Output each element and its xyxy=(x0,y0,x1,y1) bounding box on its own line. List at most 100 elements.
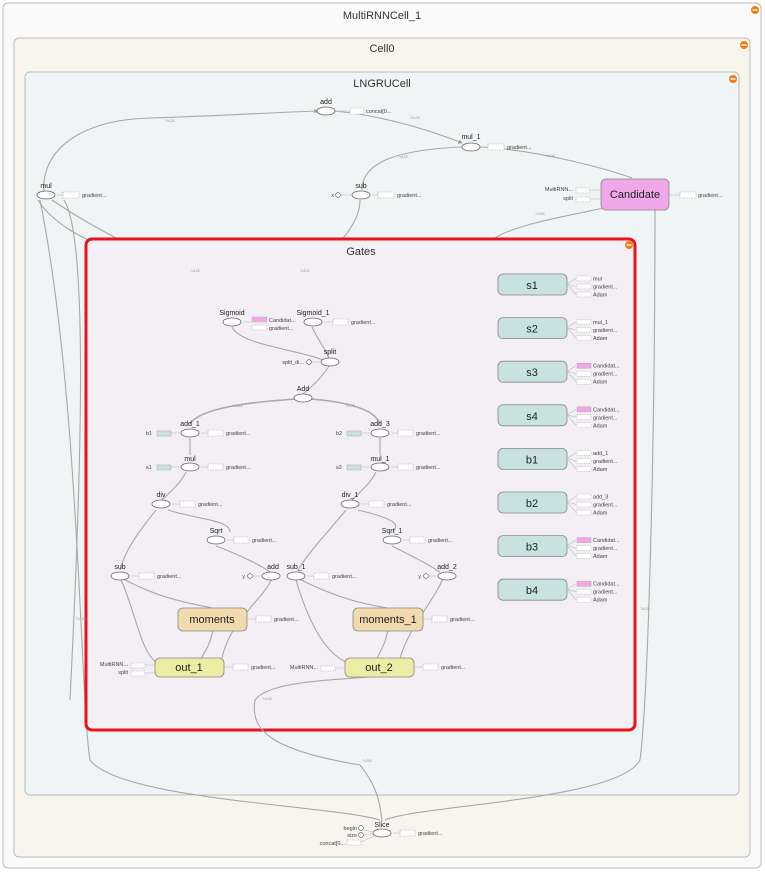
op-mul-gate[interactable]: mul s1 gradient... xyxy=(146,456,251,472)
svg-text:gradient...: gradient... xyxy=(226,465,251,471)
variable-input-label: add_1 xyxy=(593,451,608,457)
svg-text:gradient...: gradient... xyxy=(450,617,475,623)
variable-input-label: Adam xyxy=(593,467,608,473)
op-sqrt[interactable]: Sqrt gradient... xyxy=(206,528,277,545)
variable-input-label: mul_1 xyxy=(593,320,608,326)
variable-label: s4 xyxy=(526,411,538,423)
svg-text:div: div xyxy=(157,492,166,499)
variable-input-label: Candidat... xyxy=(593,538,620,544)
svg-text:MultiRNN...: MultiRNN... xyxy=(545,187,574,193)
svg-text:?x128: ?x128 xyxy=(262,697,272,701)
op-out-1[interactable]: out_1 MultiRNN... split gradient... xyxy=(100,657,276,678)
svg-text:concat[0...: concat[0... xyxy=(320,841,346,847)
variable-input-label: mul xyxy=(593,277,602,283)
svg-text:gradient...: gradient... xyxy=(351,320,376,326)
op-sigmoid-1[interactable]: Sigmoid_1 gradient... xyxy=(296,310,376,327)
op-div[interactable]: div gradient... xyxy=(151,492,223,509)
svg-text:sub_1: sub_1 xyxy=(286,564,305,571)
collapse-icon[interactable] xyxy=(625,241,633,249)
op-sub-1[interactable]: sub_1 gradient... xyxy=(286,564,357,581)
svg-text:MultiRNN...: MultiRNN... xyxy=(100,662,129,668)
variable-input-label: gradient... xyxy=(593,285,618,291)
variable-label: b1 xyxy=(526,454,538,466)
variable-label: s2 xyxy=(526,324,538,336)
svg-text:Slice: Slice xyxy=(374,822,389,829)
op-split[interactable]: split split_di... xyxy=(282,349,340,367)
op-add[interactable]: add concat[0... xyxy=(316,99,392,116)
svg-text:?x256: ?x256 xyxy=(362,759,372,763)
outer-edges xyxy=(37,108,656,821)
svg-text:y: y xyxy=(242,574,245,580)
cluster-title-cell0: Cell0 xyxy=(369,43,394,55)
variable-label: b3 xyxy=(526,542,538,554)
op-moments-1[interactable]: moments_1 gradient... xyxy=(352,607,475,632)
variable-input-label: gradient... xyxy=(593,372,618,378)
gates-edges xyxy=(119,326,444,823)
variable-input-label: Adam xyxy=(593,598,608,604)
collapse-icon[interactable] xyxy=(751,6,759,14)
variable-input-label: gradient... xyxy=(593,415,618,421)
op-Add[interactable]: Add xyxy=(293,386,313,403)
svg-text:Sigmoid: Sigmoid xyxy=(219,310,244,317)
op-sigmoid[interactable]: Sigmoid Candidat... gradient... xyxy=(219,310,296,332)
svg-text:?x128: ?x128 xyxy=(233,404,243,408)
op-div-1[interactable]: div_1 gradient... xyxy=(340,492,412,509)
svg-text:gradient...: gradient... xyxy=(418,831,443,837)
svg-text:?x128: ?x128 xyxy=(545,154,555,158)
op-mul-1-gate[interactable]: mul_1 s2 gradient... xyxy=(336,456,441,472)
svg-text:gradient...: gradient... xyxy=(428,538,453,544)
collapse-icon[interactable] xyxy=(729,75,737,83)
op-sub-gate[interactable]: sub gradient... xyxy=(110,564,182,581)
cluster-gates[interactable]: Gates xyxy=(84,237,637,732)
svg-text:gradient...: gradient... xyxy=(397,193,422,199)
op-add-3[interactable]: add_3 b2 gradient... xyxy=(336,421,441,438)
svg-text:gradient...: gradient... xyxy=(507,145,532,151)
variable-input-label: Adam xyxy=(593,380,608,386)
svg-text:add: add xyxy=(320,99,332,106)
svg-text:mul: mul xyxy=(40,183,52,190)
svg-text:split_di...: split_di... xyxy=(282,360,304,366)
variable-input-label: gradient... xyxy=(593,503,618,509)
op-out-2[interactable]: out_2 MultiRNN... gradient... xyxy=(290,657,466,678)
svg-text:add_2: add_2 xyxy=(437,564,457,571)
op-moments[interactable]: moments gradient... xyxy=(177,607,299,632)
op-add-2[interactable]: add_2 y xyxy=(418,564,457,581)
op-candidate[interactable]: Candidate MultiRNN... split gradient... xyxy=(545,178,723,211)
variables-column: s1mulgradient...Adams2mul_1gradient...Ad… xyxy=(497,273,620,604)
svg-text:Sqrt_1: Sqrt_1 xyxy=(382,528,403,535)
op-sqrt-1[interactable]: Sqrt_1 gradient... xyxy=(382,528,453,545)
svg-text:7x128: 7x128 xyxy=(165,119,175,123)
svg-text:Sigmoid_1: Sigmoid_1 xyxy=(296,310,329,317)
svg-text:Candidat...: Candidat... xyxy=(269,318,296,324)
op-add-1[interactable]: add_1 b1 gradient... xyxy=(146,421,251,438)
op-sub[interactable]: sub x gradient... xyxy=(331,183,422,200)
op-add-right[interactable]: add y xyxy=(242,564,281,581)
svg-text:s2: s2 xyxy=(336,465,342,471)
variable-label: b4 xyxy=(526,585,538,597)
variable-input-label: Candidat... xyxy=(593,407,620,413)
svg-text:out_1: out_1 xyxy=(175,662,203,674)
svg-text:gradient...: gradient... xyxy=(226,431,251,437)
cluster-title-lngrucell: LNGRUCell xyxy=(353,78,410,90)
op-mul[interactable]: mul gradient... xyxy=(36,183,107,200)
svg-text:sub: sub xyxy=(355,183,366,190)
op-mul-1[interactable]: mul_1 gradient... xyxy=(461,134,532,152)
collapse-icon[interactable] xyxy=(740,41,748,49)
svg-text:b1: b1 xyxy=(146,431,152,437)
svg-text:Sqrt: Sqrt xyxy=(210,528,223,535)
svg-text:mul_1: mul_1 xyxy=(461,134,480,141)
svg-text:MultiRNN...: MultiRNN... xyxy=(290,665,319,671)
variable-input-label: gradient... xyxy=(593,590,618,596)
svg-text:mul_1: mul_1 xyxy=(370,456,389,463)
op-slice[interactable]: Slice begin size concat[0... gradient... xyxy=(320,822,443,847)
svg-text:mul: mul xyxy=(184,456,196,463)
